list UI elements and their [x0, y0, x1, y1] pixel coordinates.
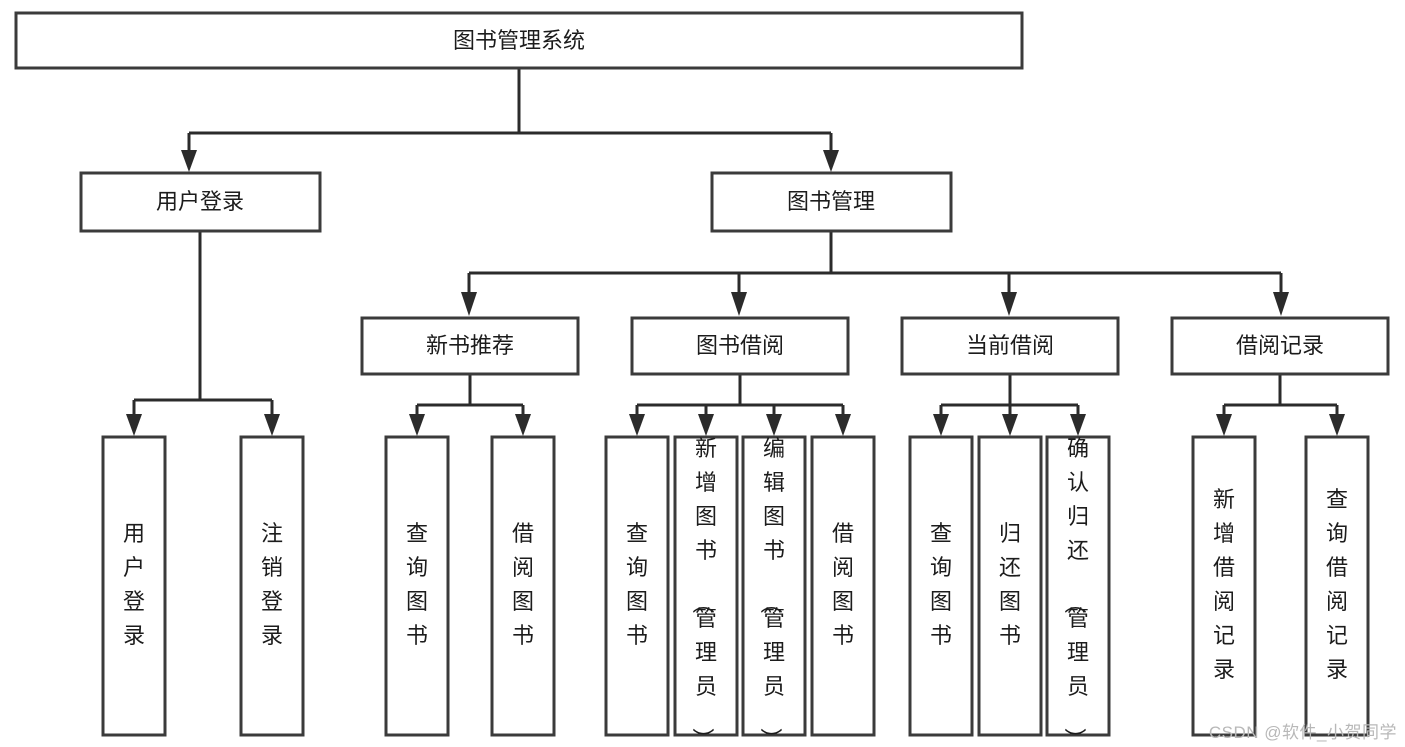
- arrow-head-leaf-edit-book: [766, 414, 782, 436]
- node-leaf-query-book-1-label: 查询图书: [406, 521, 428, 648]
- node-leaf-edit-book-label: 编辑图书（管理员）: [758, 436, 785, 747]
- node-leaf-return-book-label: 归还图书: [999, 521, 1021, 648]
- node-leaf-confirm-return-label: 确认归还（管理员）: [1062, 436, 1089, 747]
- node-book-borrow-box[interactable]: [630, 316, 850, 376]
- node-new-book-recommend-box[interactable]: [360, 316, 580, 376]
- node-leaf-add-record-box[interactable]: [1191, 435, 1257, 737]
- node-current-borrow-label: 当前借阅: [966, 333, 1054, 358]
- node-book-manage-label: 图书管理: [787, 189, 875, 214]
- node-leaf-user-logout-label: 注销登录: [261, 521, 283, 648]
- node-leaf-return-book-box[interactable]: [977, 435, 1043, 737]
- node-leaf-borrow-book-1-box[interactable]: [490, 435, 556, 737]
- node-leaf-query-book-3[interactable]: 查询图书: [908, 435, 974, 737]
- node-leaf-query-book-2[interactable]: 查询图书: [604, 435, 670, 737]
- arrow-head-book-borrow: [731, 292, 747, 316]
- node-leaf-add-record-label: 新增借阅记录: [1213, 487, 1235, 682]
- node-leaf-return-book[interactable]: 归还图书: [977, 435, 1043, 737]
- node-leaf-edit-book[interactable]: 编辑图书（管理员）: [741, 435, 807, 747]
- node-leaf-borrow-book-2[interactable]: 借阅图书: [810, 435, 876, 737]
- arrow-head-new-book-recommend: [461, 292, 477, 316]
- node-book-borrow-label: 图书借阅: [696, 333, 784, 358]
- node-book-borrow[interactable]: 图书借阅: [630, 316, 850, 376]
- node-leaf-add-book[interactable]: 新增图书（管理员）: [673, 435, 739, 747]
- node-leaf-borrow-book-1[interactable]: 借阅图书: [490, 435, 556, 737]
- arrow-head-leaf-user-logout: [264, 414, 280, 436]
- node-leaf-user-logout[interactable]: 注销登录: [239, 435, 305, 737]
- arrow-head-leaf-confirm-return: [1070, 414, 1086, 436]
- node-leaf-query-book-1-box[interactable]: [384, 435, 450, 737]
- node-book-manage-box[interactable]: [710, 171, 953, 233]
- node-leaf-query-record[interactable]: 查询借阅记录: [1304, 435, 1370, 737]
- node-leaf-borrow-book-2-box[interactable]: [810, 435, 876, 737]
- csdn-watermark: CSDN @软件_小贺同学: [1208, 723, 1397, 742]
- node-current-borrow-box[interactable]: [900, 316, 1120, 376]
- node-user-login-label: 用户登录: [156, 189, 244, 214]
- node-root[interactable]: 图书管理系统: [14, 11, 1024, 70]
- node-leaf-borrow-book-1-label: 借阅图书: [512, 521, 534, 648]
- node-user-login[interactable]: 用户登录: [79, 171, 322, 233]
- node-leaf-user-logout-box[interactable]: [239, 435, 305, 737]
- node-leaf-add-book-label: 新增图书（管理员）: [690, 436, 717, 747]
- node-leaf-add-book-box[interactable]: [673, 435, 739, 737]
- node-root-label: 图书管理系统: [453, 28, 585, 53]
- node-leaf-edit-book-box[interactable]: [741, 435, 807, 737]
- arrow-head-leaf-query-book-2: [629, 414, 645, 436]
- node-borrow-record-label: 借阅记录: [1236, 333, 1324, 358]
- node-user-login-box[interactable]: [79, 171, 322, 233]
- arrow-head-leaf-borrow-book-2: [835, 414, 851, 436]
- node-leaf-confirm-return[interactable]: 确认归还（管理员）: [1045, 435, 1111, 747]
- node-leaf-query-book-1[interactable]: 查询图书: [384, 435, 450, 737]
- node-leaf-confirm-return-box[interactable]: [1045, 435, 1111, 737]
- arrow-head-leaf-user-login: [126, 414, 142, 436]
- node-leaf-borrow-book-2-label: 借阅图书: [832, 521, 854, 648]
- arrow-head-leaf-query-record: [1329, 414, 1345, 436]
- arrow-head-borrow-record: [1273, 292, 1289, 316]
- node-leaf-query-record-label: 查询借阅记录: [1326, 487, 1348, 682]
- node-leaf-user-login-label: 用户登录: [123, 521, 145, 648]
- node-new-book-recommend-label: 新书推荐: [426, 333, 514, 358]
- node-leaf-query-record-box[interactable]: [1304, 435, 1370, 737]
- connector-layer: [126, 68, 1345, 436]
- node-new-book-recommend[interactable]: 新书推荐: [360, 316, 580, 376]
- node-leaf-user-login-box[interactable]: [101, 435, 167, 737]
- node-borrow-record-box[interactable]: [1170, 316, 1390, 376]
- arrow-head-current-borrow: [1001, 292, 1017, 316]
- node-root-box[interactable]: [14, 11, 1024, 70]
- arrow-head-leaf-query-book-3: [933, 414, 949, 436]
- arrow-head-user-login: [181, 150, 197, 172]
- arrow-head-leaf-borrow-book-1: [515, 414, 531, 436]
- arrow-head-leaf-return-book: [1002, 414, 1018, 436]
- node-leaf-user-login[interactable]: 用户登录: [101, 435, 167, 737]
- node-leaf-query-book-2-box[interactable]: [604, 435, 670, 737]
- node-book-manage[interactable]: 图书管理: [710, 171, 953, 233]
- arrow-head-leaf-add-book: [698, 414, 714, 436]
- node-current-borrow[interactable]: 当前借阅: [900, 316, 1120, 376]
- arrow-head-book-manage: [823, 150, 839, 172]
- node-leaf-query-book-2-label: 查询图书: [626, 521, 648, 648]
- arrow-head-leaf-query-book-1: [409, 414, 425, 436]
- node-leaf-add-record[interactable]: 新增借阅记录: [1191, 435, 1257, 737]
- node-leaf-query-book-3-label: 查询图书: [930, 521, 952, 648]
- node-borrow-record[interactable]: 借阅记录: [1170, 316, 1390, 376]
- arrow-head-leaf-add-record: [1216, 414, 1232, 436]
- node-leaf-query-book-3-box[interactable]: [908, 435, 974, 737]
